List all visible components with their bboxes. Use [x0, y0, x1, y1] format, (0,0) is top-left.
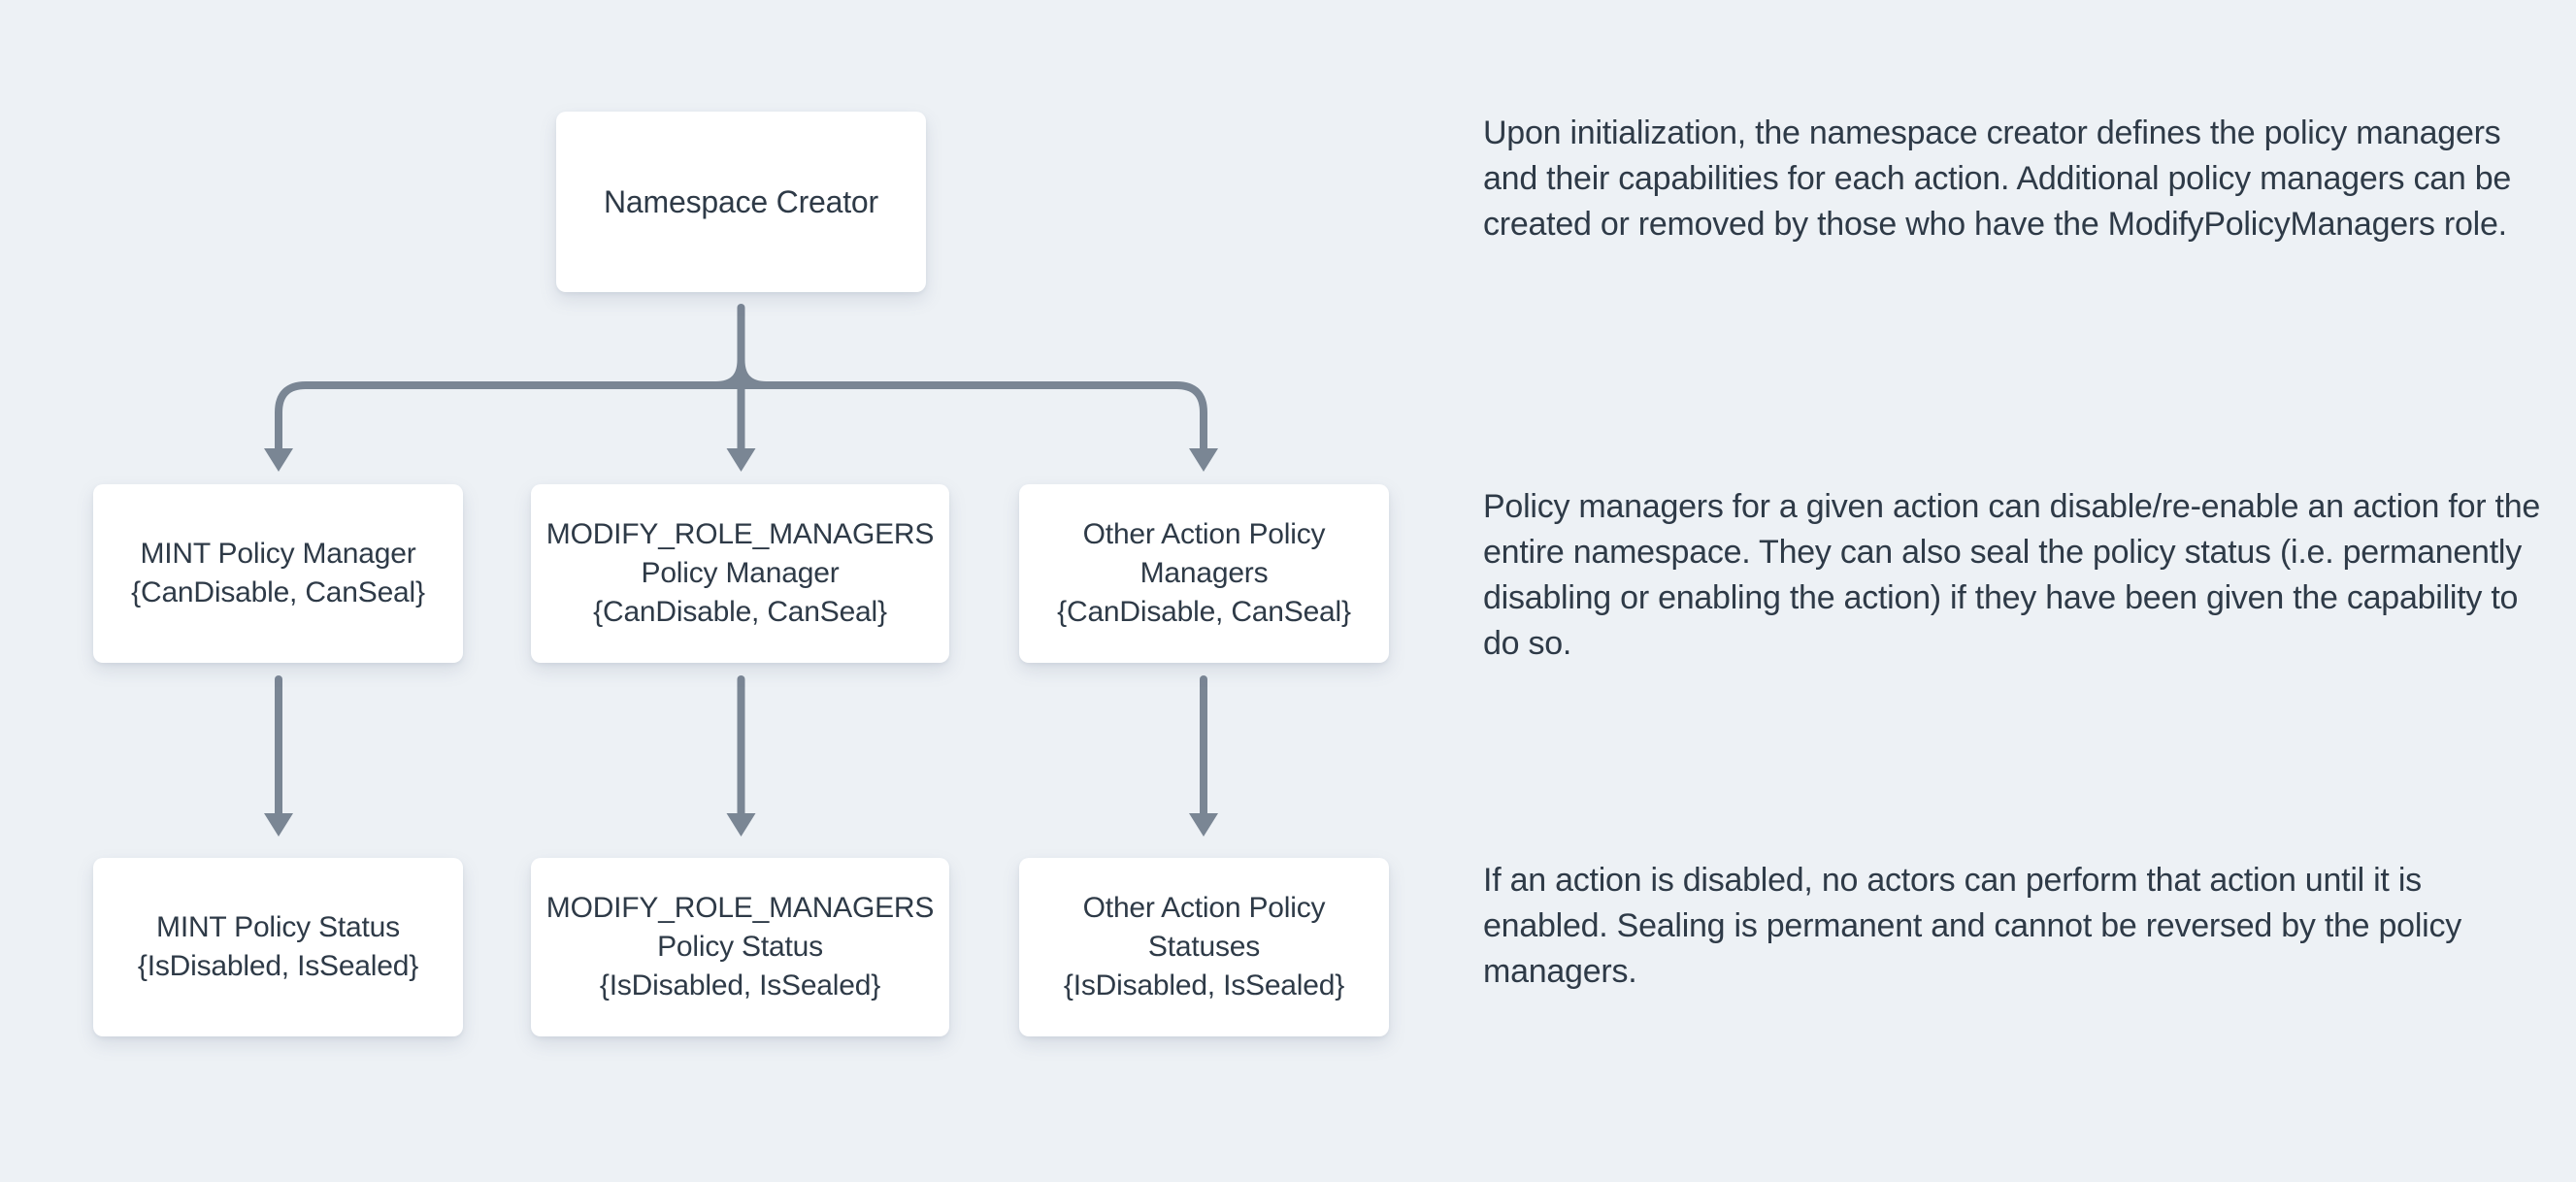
- mint-policy-status-node: MINT Policy Status {IsDisabled, IsSealed…: [93, 858, 463, 1036]
- mint-policy-manager-node: MINT Policy Manager {CanDisable, CanSeal…: [93, 484, 463, 663]
- connector-fillet-right: [737, 356, 771, 389]
- node-capabilities: {CanDisable, CanSeal}: [131, 576, 425, 608]
- node-capabilities: {CanDisable, CanSeal}: [593, 596, 887, 628]
- connector-fillet-left: [711, 356, 745, 389]
- node-title: MINT Policy Manager: [140, 538, 416, 570]
- node-title: Other Action Policy Statuses: [1082, 892, 1326, 963]
- node-capabilities: {IsDisabled, IsSealed}: [1063, 969, 1345, 1001]
- arrowhead-icon: [264, 813, 293, 837]
- connector-branch: [275, 381, 1207, 452]
- annotation-policy-managers: Policy managers for a given action can d…: [1483, 488, 2541, 662]
- modify-role-managers-policy-manager-node: MODIFY_ROLE_MANAGERS Policy Manager {Can…: [531, 484, 949, 663]
- node-title: MODIFY_ROLE_MANAGERS Policy Manager: [545, 518, 935, 589]
- node-capabilities: {IsDisabled, IsSealed}: [599, 969, 881, 1001]
- arrowhead-icon: [264, 448, 293, 472]
- arrowhead-icon: [726, 448, 756, 472]
- node-title: Other Action Policy Managers: [1082, 518, 1326, 589]
- annotation-initialization: Upon initialization, the namespace creat…: [1483, 115, 2512, 243]
- annotation-disabled-sealing: If an action is disabled, no actors can …: [1483, 862, 2461, 990]
- node-capabilities: {CanDisable, CanSeal}: [1057, 596, 1351, 628]
- other-action-policy-statuses-node: Other Action Policy Statuses {IsDisabled…: [1019, 858, 1389, 1036]
- node-title: MODIFY_ROLE_MANAGERS Policy Status: [545, 892, 935, 963]
- namespace-creator-node: Namespace Creator: [556, 112, 926, 292]
- other-action-policy-managers-node: Other Action Policy Managers {CanDisable…: [1019, 484, 1389, 663]
- modify-role-managers-policy-status-node: MODIFY_ROLE_MANAGERS Policy Status {IsDi…: [531, 858, 949, 1036]
- node-title: Namespace Creator: [604, 184, 878, 219]
- arrowhead-icon: [726, 813, 756, 837]
- arrowhead-icon: [1189, 813, 1218, 837]
- node-capabilities: {IsDisabled, IsSealed}: [137, 950, 419, 982]
- node-title: MINT Policy Status: [156, 911, 400, 943]
- arrowhead-icon: [1189, 448, 1218, 472]
